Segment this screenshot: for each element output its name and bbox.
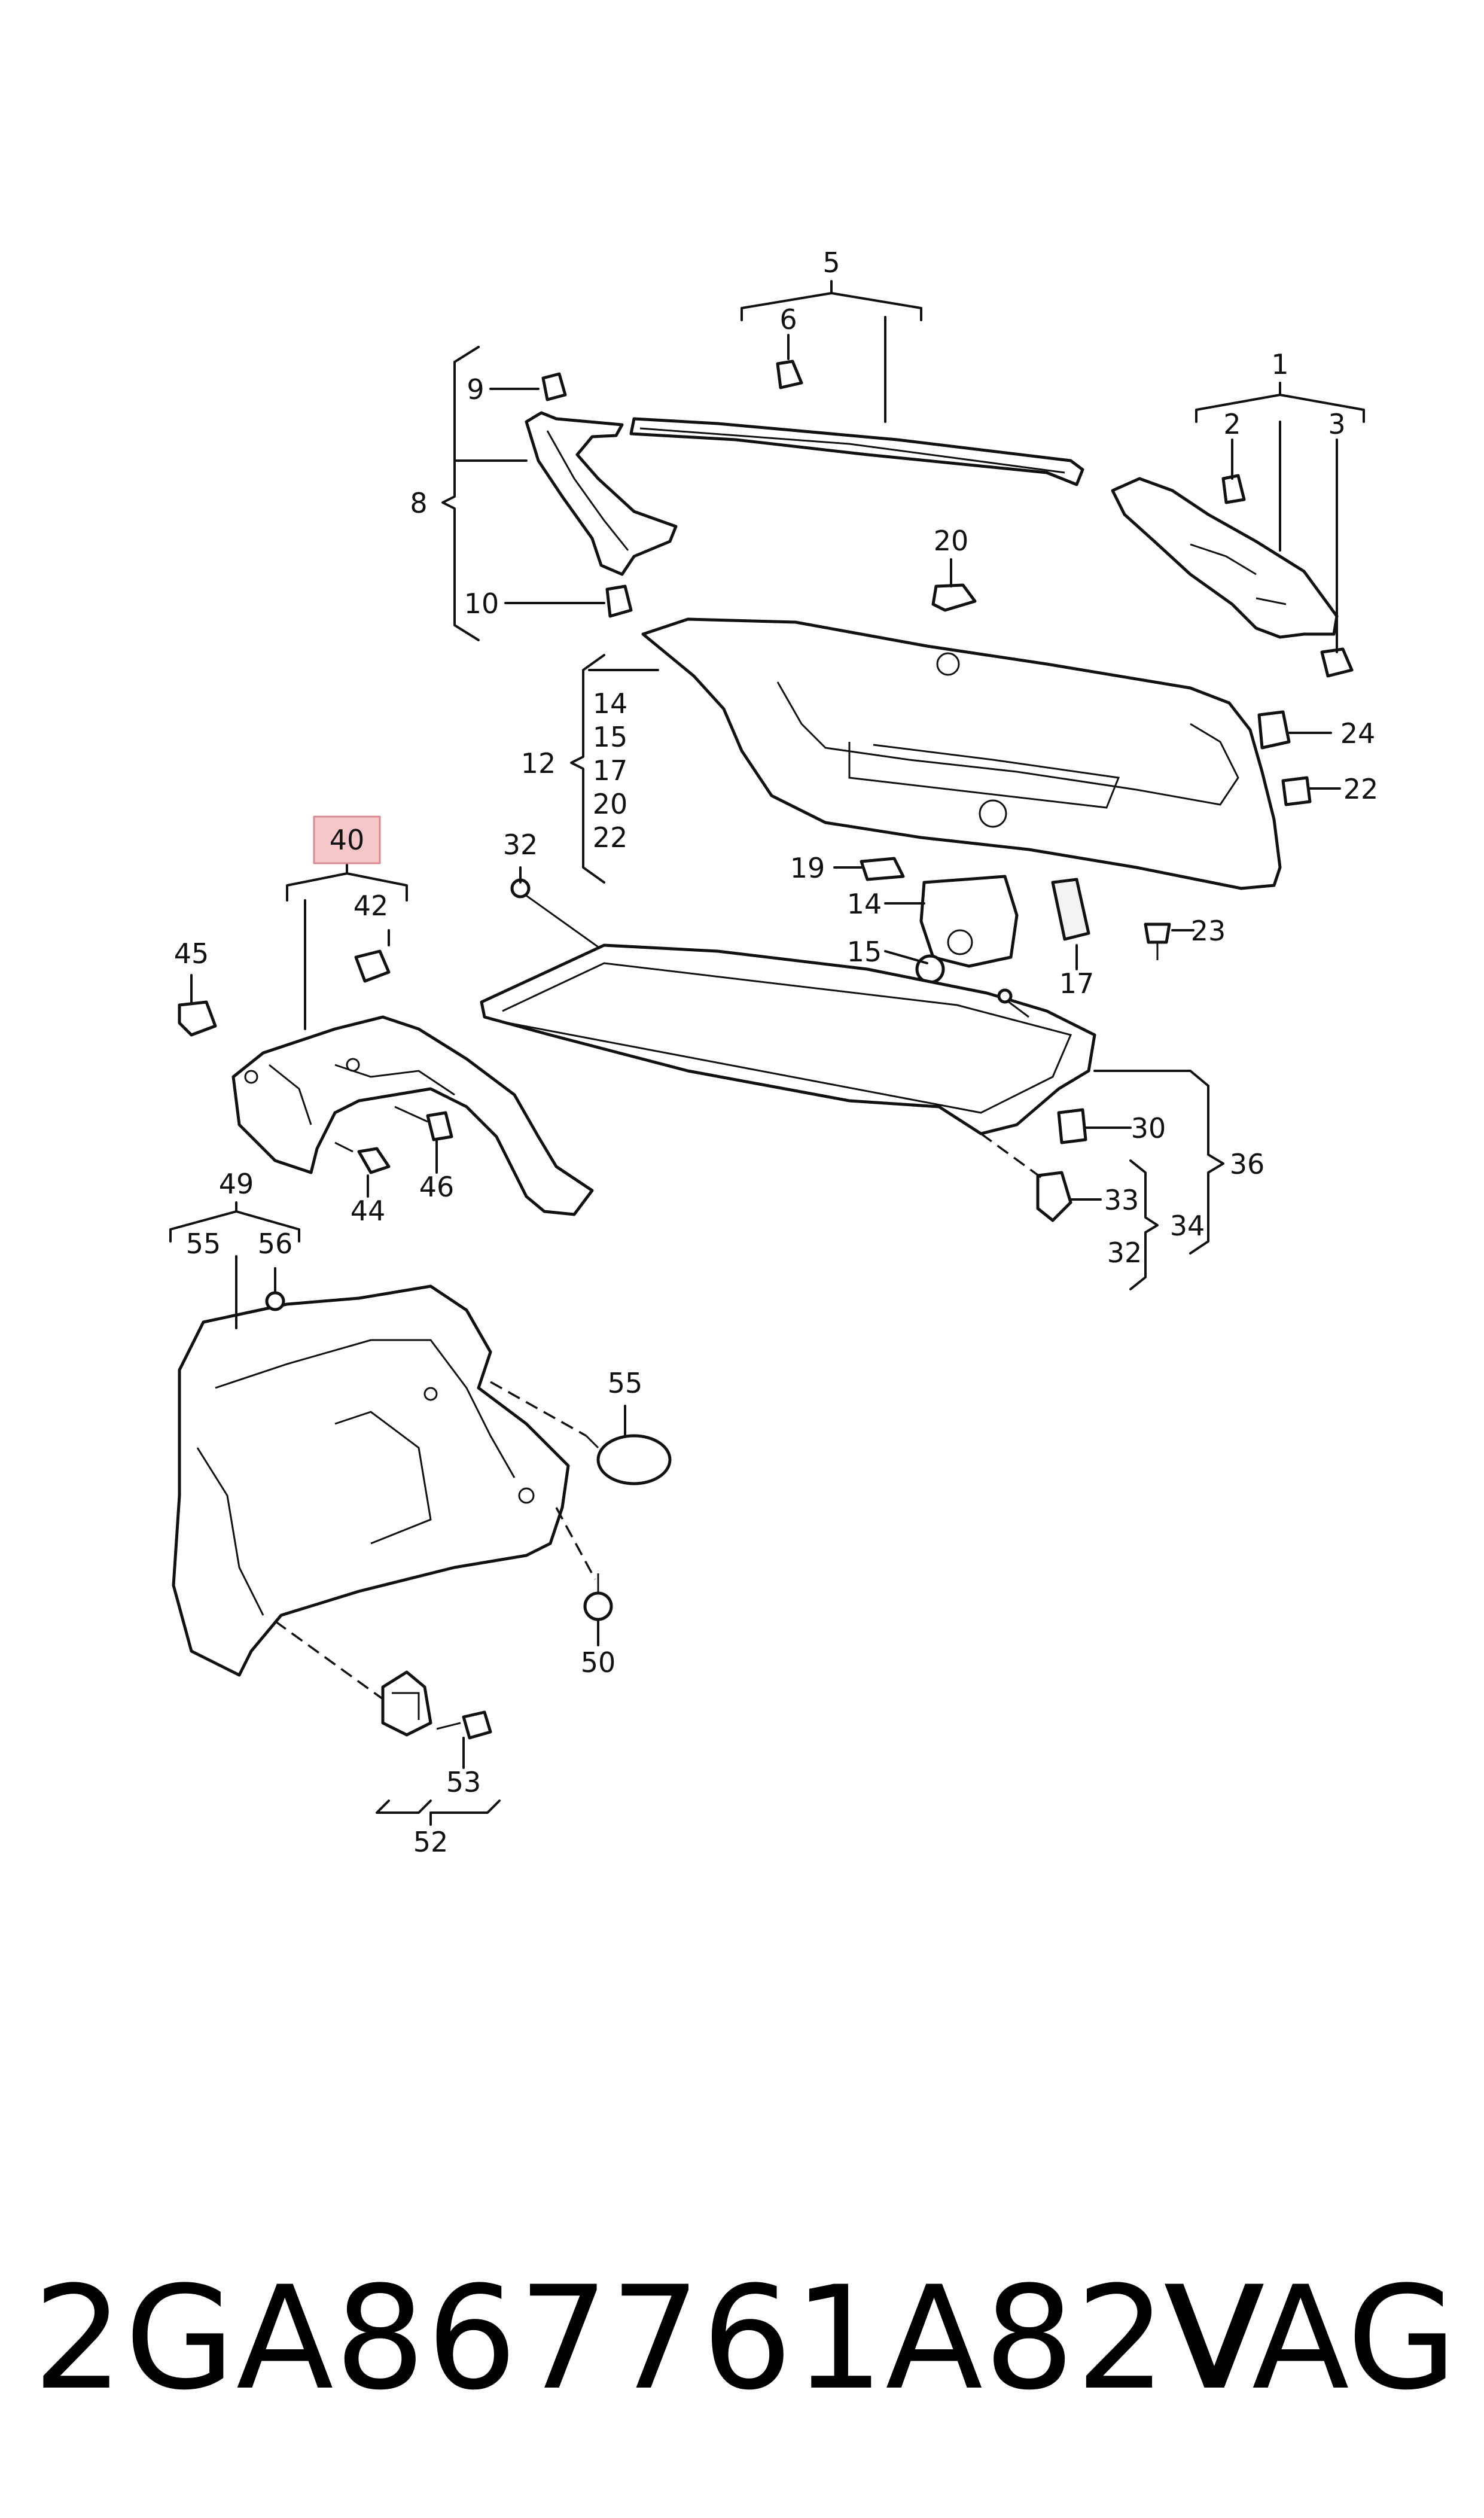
callout-44: 44 [351, 1195, 386, 1227]
callout-5: 5 [822, 246, 840, 279]
brand-name: VAG [1163, 2256, 1457, 2422]
callout-24: 24 [1340, 717, 1376, 750]
callout-33: 33 [1104, 1184, 1139, 1216]
clip-22 [1281, 776, 1312, 806]
callout-30: 30 [1131, 1112, 1166, 1144]
hook-33 [1036, 1171, 1072, 1222]
cover-55 [585, 1434, 672, 1485]
pad-17 [1051, 878, 1090, 941]
callout-12: 12 [521, 747, 556, 780]
callout-17: 17 [1059, 967, 1095, 1000]
callout-49: 49 [219, 1168, 254, 1200]
callout-22-right: 22 [1343, 773, 1379, 805]
callout-2: 2 [1223, 408, 1241, 440]
callout-23: 23 [1191, 915, 1226, 947]
callout-50: 50 [581, 1646, 616, 1679]
bracket-19 [860, 857, 905, 881]
upper-trim-strip [629, 417, 1084, 486]
callout-52: 52 [413, 1826, 449, 1858]
bracket-52 [381, 1670, 432, 1737]
nut-30 [1057, 1108, 1087, 1144]
lower-side-trim-49 [172, 1284, 570, 1677]
callout-1: 1 [1271, 348, 1288, 380]
exploded-parts-diagram: 5 6 9 8 10 1 2 3 20 14 15 12 17 20 22 24… [169, 246, 1379, 1858]
callout-9: 9 [467, 373, 484, 406]
callout-56: 56 [258, 1228, 293, 1260]
callout-22-list: 22 [593, 821, 628, 854]
grommet-56 [265, 1291, 285, 1311]
rear-shelf-panel [641, 617, 1282, 890]
callout-3: 3 [1328, 408, 1345, 440]
screw-53 [436, 1710, 492, 1740]
left-side-trim-40 [231, 1015, 594, 1216]
clip-9 [541, 372, 567, 401]
callout-40: 40 [330, 824, 365, 856]
callout-19: 19 [790, 852, 825, 884]
callout-45: 45 [174, 937, 209, 970]
clip-45 [178, 1000, 217, 1037]
callout-15: 15 [847, 936, 882, 968]
right-trim-piece [1111, 477, 1339, 639]
callout-46: 46 [419, 1171, 455, 1203]
footer: 2GA867761A82V VAG [0, 2249, 1484, 2429]
callout-53: 53 [446, 1766, 482, 1798]
clip-24 [1257, 710, 1291, 750]
clip-42 [354, 949, 391, 983]
screw-44 [334, 1141, 391, 1174]
callout-14-list: 14 [593, 687, 628, 720]
callout-55-left: 55 [186, 1228, 221, 1260]
callout-20-list: 20 [593, 788, 628, 820]
parts-drawing [172, 360, 1354, 1740]
callout-8: 8 [410, 487, 427, 519]
callout-32-top: 32 [503, 829, 538, 861]
handle-14 [919, 875, 1019, 968]
callout-17-list: 17 [593, 754, 628, 787]
part-number: 2GA867761A82V [33, 2256, 1266, 2422]
left-pillar-trim [525, 411, 678, 576]
callout-42: 42 [354, 890, 389, 922]
callout-14: 14 [847, 888, 882, 920]
callout-36: 36 [1230, 1148, 1265, 1180]
callout-6: 6 [779, 303, 797, 336]
callout-32-lower: 32 [1107, 1237, 1142, 1269]
screw-46 [394, 1106, 453, 1141]
callout-20-top: 20 [934, 525, 969, 557]
clip-10 [605, 584, 633, 618]
callout-10: 10 [464, 587, 499, 620]
parcel-shelf-36 [480, 878, 1096, 1135]
screw-23 [1144, 922, 1171, 960]
callout-labels: 5 6 9 8 10 1 2 3 20 14 15 12 17 20 22 24… [174, 246, 1379, 1858]
highlight-box-40 [313, 815, 381, 864]
fastener-50 [583, 1573, 613, 1621]
callout-34: 34 [1170, 1210, 1205, 1242]
leader-lines [169, 280, 1365, 1826]
clip-2 [1221, 474, 1246, 504]
callout-15-list: 15 [593, 721, 628, 753]
callout-55-right: 55 [608, 1367, 643, 1399]
clip-6 [776, 360, 803, 389]
cap-20 [931, 583, 977, 612]
